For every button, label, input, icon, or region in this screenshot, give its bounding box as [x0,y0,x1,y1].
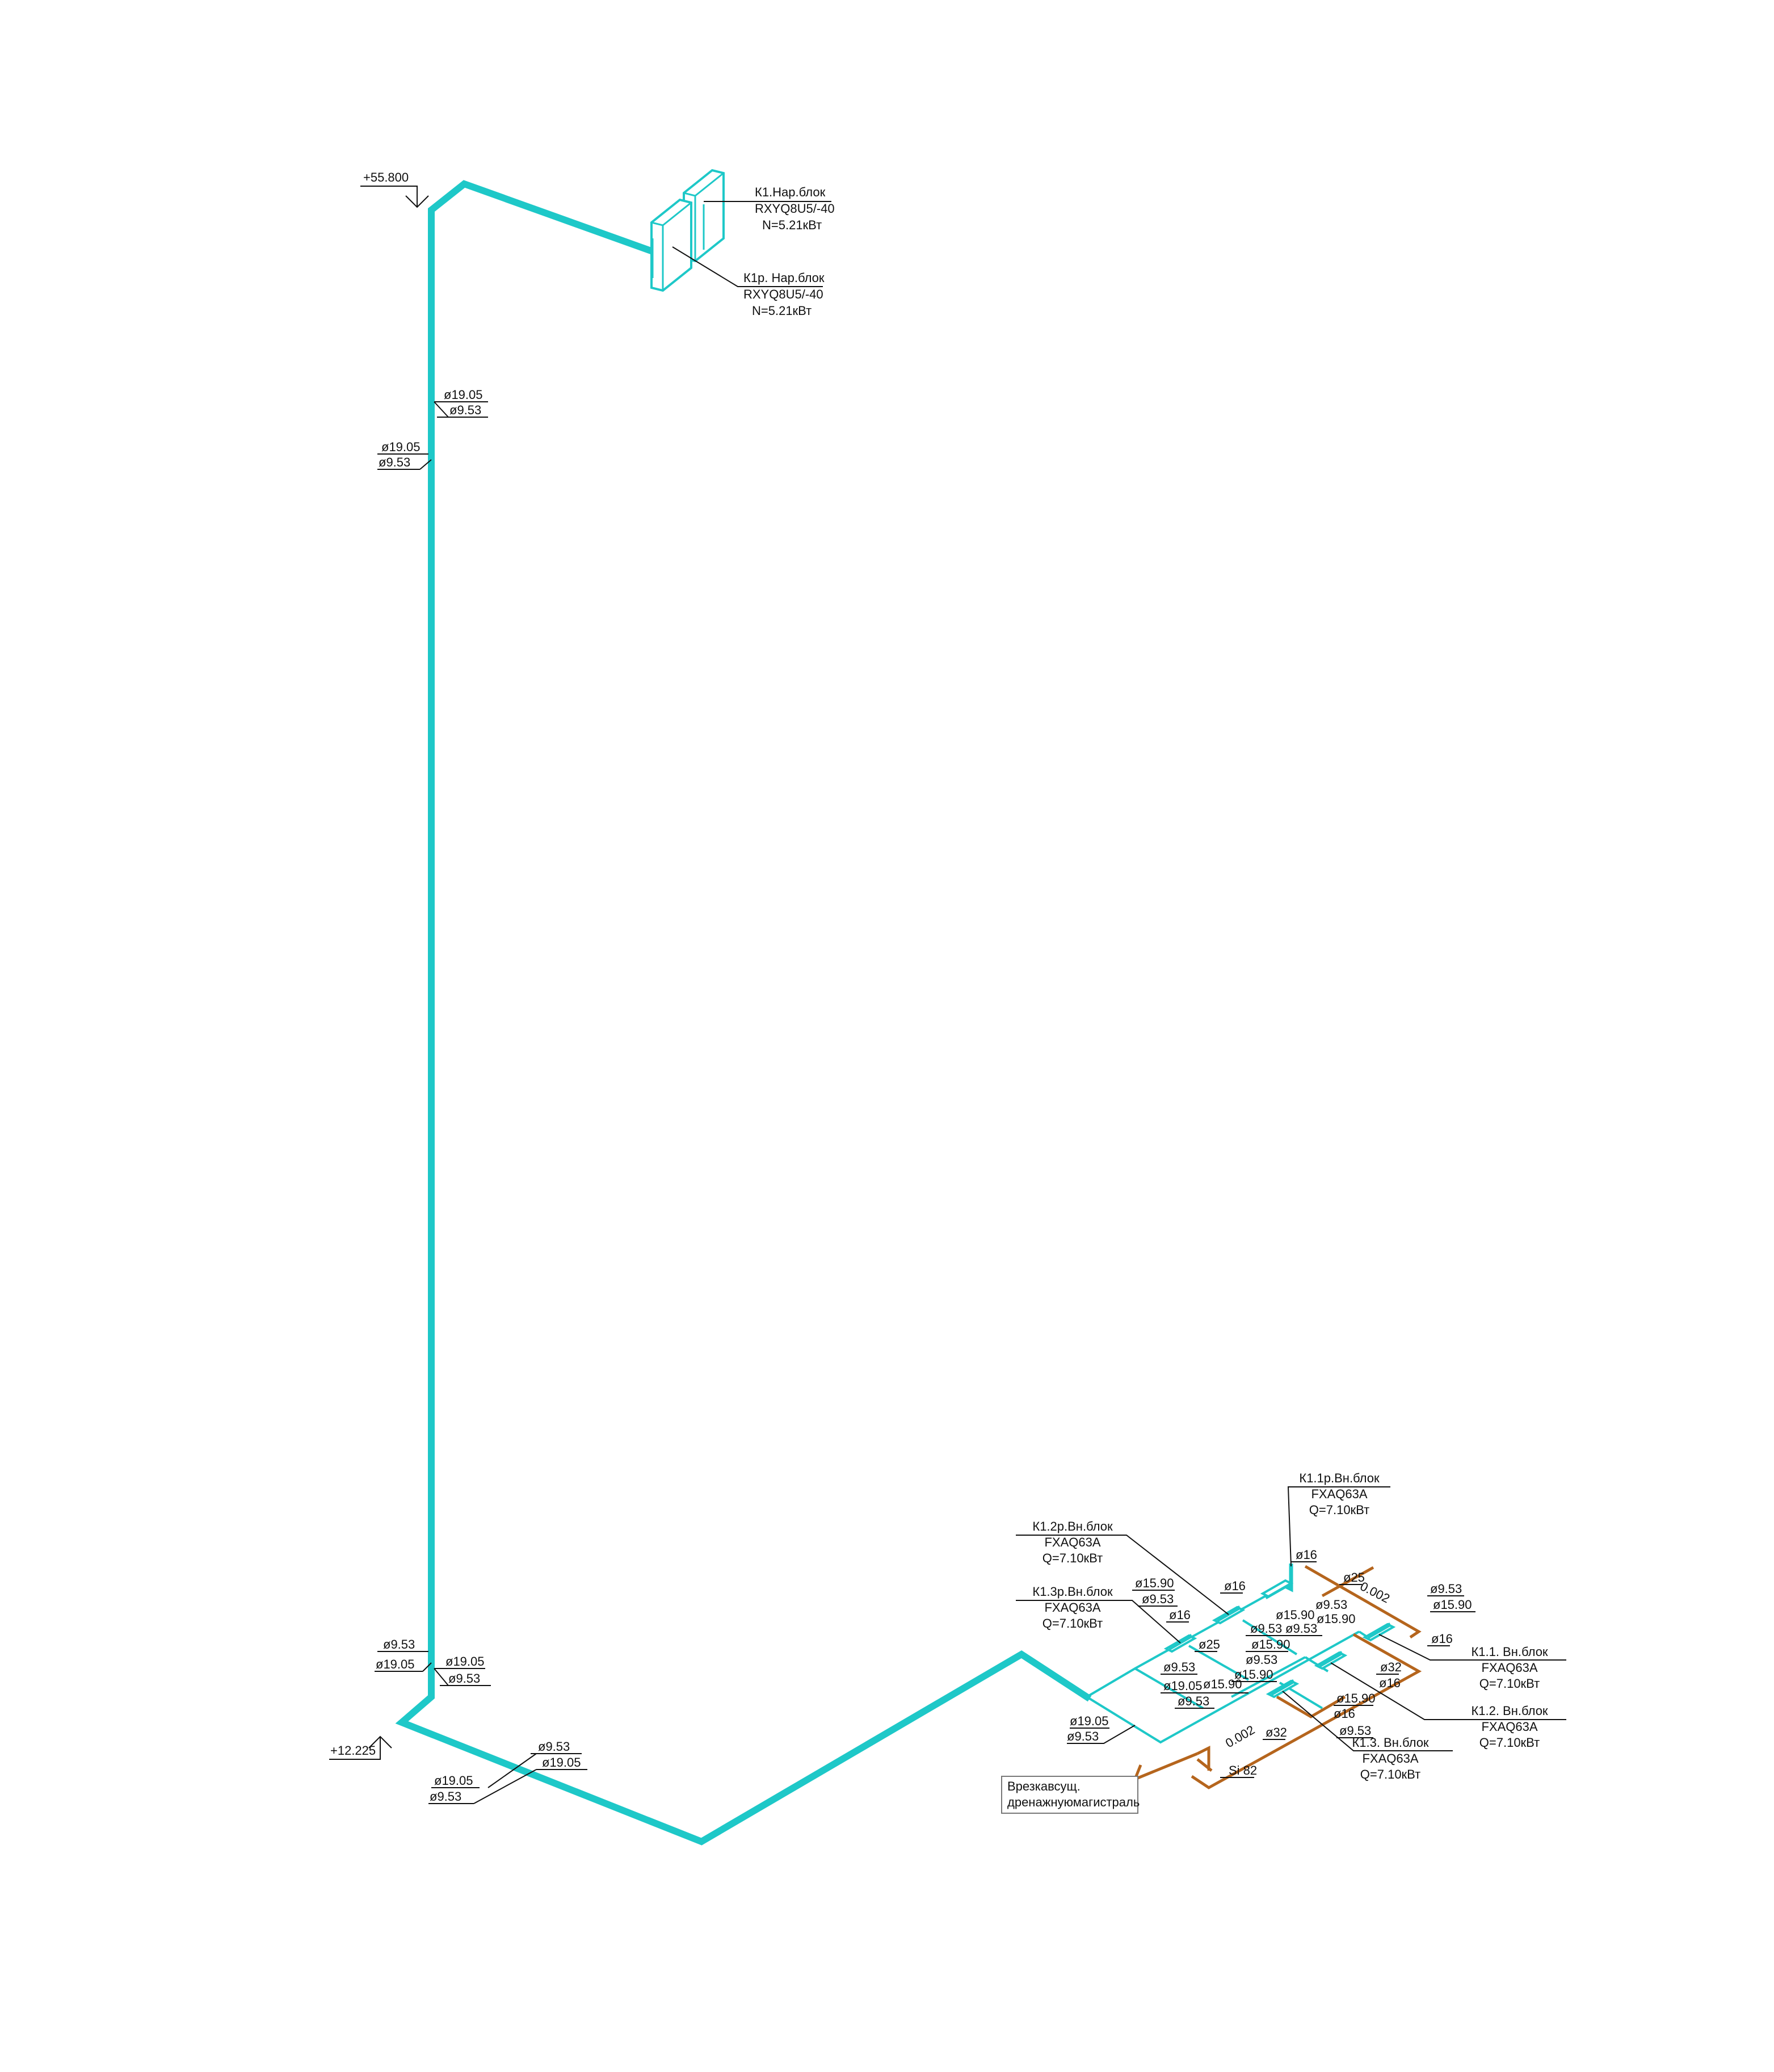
svg-text:Q=7.10кВт: Q=7.10кВт [1042,1551,1103,1565]
indoor-unit-label-k1-1: К1.1. Вн.блок FXAQ63A Q=7.10кВт [1378,1634,1566,1691]
svg-text:ø16: ø16 [1169,1608,1191,1622]
svg-text:ø9.53: ø9.53 [1142,1592,1174,1606]
pipe-diameter-labels: ø16 ø25 ø16 ø15.90 ø9.53 ø16 ø25 ø9.53 ø… [1132,1548,1475,1740]
svg-text:ø16: ø16 [1224,1579,1246,1593]
svg-text:FXAQ63A: FXAQ63A [1311,1487,1367,1501]
drain-note-line2: дренажнуюмагистраль [1007,1795,1140,1809]
svg-text:ø19.05: ø19.05 [444,388,483,402]
indoor-unit-block-k1-1r [1260,1564,1294,1600]
svg-text:FXAQ63A: FXAQ63A [1481,1720,1537,1734]
slope-label-lower: 0.002 [1223,1722,1257,1750]
riser-label-lower-left: ø9.53 ø19.05 [375,1637,432,1672]
indoor-unit-block-k1-3 [1266,1679,1300,1699]
riser-label-upper-right: ø19.05 ø9.53 [434,388,488,418]
indoor-unit-block-k1-1 [1362,1622,1396,1642]
svg-text:ø25: ø25 [1343,1570,1365,1585]
indoor-unit-label-k1-2r: К1.2р.Вн.блок FXAQ63A Q=7.10кВт [1016,1519,1229,1615]
outdoor-unit-k1r-model: RXYQ8U5/-40 [743,287,823,301]
svg-text:Q=7.10кВт: Q=7.10кВт [1360,1767,1420,1781]
svg-text:ø16: ø16 [1296,1548,1317,1562]
svg-text:+12.225: +12.225 [330,1743,376,1758]
outdoor-unit-k1r [650,198,692,292]
svg-text:ø16: ø16 [1379,1676,1401,1690]
drain-note-line1: Врезкавсущ. [1007,1779,1081,1793]
svg-text:К1.2. Вн.блок: К1.2. Вн.блок [1471,1704,1548,1718]
slope-label-upper: 0.002 [1358,1579,1392,1606]
indoor-unit-block-k1-2 [1314,1650,1348,1670]
indoor-unit-label-k1-2: К1.2. Вн.блок FXAQ63A Q=7.10кВт [1330,1662,1566,1750]
svg-text:ø19.05: ø19.05 [434,1773,473,1788]
svg-text:Q=7.10кВт: Q=7.10кВт [1479,1676,1540,1691]
outdoor-unit-k1r-power: N=5.21кВт [752,304,812,318]
svg-text:FXAQ63A: FXAQ63A [1481,1661,1537,1675]
svg-text:ø9.53: ø9.53 [448,1671,480,1686]
svg-text:ø9.53: ø9.53 [430,1789,461,1804]
svg-text:ø15.90: ø15.90 [1234,1667,1273,1682]
svg-text:Q=7.10кВт: Q=7.10кВт [1479,1735,1540,1750]
elevation-mark-bottom: +12.225 [329,1735,392,1760]
svg-text:ø19.05: ø19.05 [542,1755,581,1770]
svg-text:ø9.53: ø9.53 [1339,1724,1371,1738]
svg-text:ø15.90: ø15.90 [1203,1677,1242,1691]
svg-text:ø9.53: ø9.53 [383,1637,415,1651]
svg-text:ø19.05: ø19.05 [1070,1714,1109,1728]
svg-text:ø15.90: ø15.90 [1317,1612,1356,1626]
svg-text:ø15.90: ø15.90 [1276,1608,1315,1622]
svg-text:FXAQ63A: FXAQ63A [1362,1751,1418,1766]
svg-text:ø9.53: ø9.53 [1163,1660,1195,1674]
svg-text:К1.2р.Вн.блок: К1.2р.Вн.блок [1032,1519,1113,1533]
svg-text:ø9.53: ø9.53 [538,1739,570,1754]
svg-text:ø25: ø25 [1199,1637,1220,1651]
outdoor-unit-k1-model: RXYQ8U5/-40 [755,201,835,216]
indoor-unit-label-k1-1r: К1.1р.Вн.блок FXAQ63A Q=7.10кВт [1287,1471,1390,1567]
svg-text:ø16: ø16 [1431,1632,1453,1646]
svg-text:ø15.90: ø15.90 [1336,1691,1376,1705]
svg-text:К1.1р.Вн.блок: К1.1р.Вн.блок [1299,1471,1380,1485]
elevation-mark-top: +55.800 [360,170,429,208]
svg-text:К1.3р.Вн.блок: К1.3р.Вн.блок [1032,1585,1113,1599]
svg-text:ø9.53: ø9.53 [379,455,410,469]
svg-text:ø9.53: ø9.53 [449,403,481,417]
pipe-label-horizontal-lower: ø19.05 ø9.53 [428,1769,537,1804]
riser-label-upper-left: ø19.05 ø9.53 [377,440,432,470]
indoor-unit-block-k1-2r [1212,1605,1246,1625]
svg-text:Q=7.10кВт: Q=7.10кВт [1309,1503,1369,1517]
svg-text:FXAQ63A: FXAQ63A [1044,1535,1100,1549]
svg-text:ø9.53: ø9.53 [1285,1621,1317,1636]
main-refrigerant-pipe [395,180,1092,1846]
svg-text:ø19.05: ø19.05 [445,1654,485,1668]
indoor-unit-label-k1-3r: К1.3р.Вн.блок FXAQ63A Q=7.10кВт [1016,1585,1181,1644]
svg-text:ø19.05: ø19.05 [376,1657,415,1671]
svg-text:ø9.53: ø9.53 [1250,1621,1282,1636]
svg-text:Q=7.10кВт: Q=7.10кВт [1042,1616,1103,1630]
branch-entry-labels: ø19.05 ø9.53 [1067,1714,1136,1744]
svg-text:К1.1. Вн.блок: К1.1. Вн.блок [1471,1645,1548,1659]
outdoor-unit-k1-name: К1.Нар.блок [755,185,826,199]
riser-label-lower-right: ø19.05 ø9.53 [434,1654,491,1686]
svg-text:ø32: ø32 [1380,1660,1402,1674]
pipe-label-horizontal-upper: ø9.53 ø19.05 [487,1739,587,1788]
svg-text:ø15.90: ø15.90 [1433,1598,1472,1612]
svg-text:ø16: ø16 [1334,1707,1355,1721]
svg-text:ø19.05: ø19.05 [381,440,421,454]
svg-text:ø15.90: ø15.90 [1135,1576,1174,1590]
svg-text:ø9.53: ø9.53 [1246,1653,1277,1667]
svg-text:ø9.53: ø9.53 [1178,1694,1209,1708]
indoor-unit-block-k1-3r [1163,1633,1197,1653]
outdoor-unit-k1-power: N=5.21кВт [762,218,822,232]
svg-text:ø9.53: ø9.53 [1315,1598,1347,1612]
svg-text:ø19.05: ø19.05 [1163,1679,1203,1693]
drain-tag: Si 82 [1229,1763,1257,1777]
svg-text:ø9.53: ø9.53 [1430,1582,1462,1596]
svg-text:ø9.53: ø9.53 [1067,1729,1099,1743]
outdoor-unit-k1 [683,169,725,263]
drain-note-box [1001,1776,1138,1814]
outdoor-unit-k1r-name: К1р. Нар.блок [743,271,825,285]
svg-text:ø32: ø32 [1266,1725,1287,1739]
svg-text:ø15.90: ø15.90 [1251,1637,1290,1651]
svg-text:FXAQ63A: FXAQ63A [1044,1600,1100,1615]
svg-text:+55.800: +55.800 [363,170,409,184]
